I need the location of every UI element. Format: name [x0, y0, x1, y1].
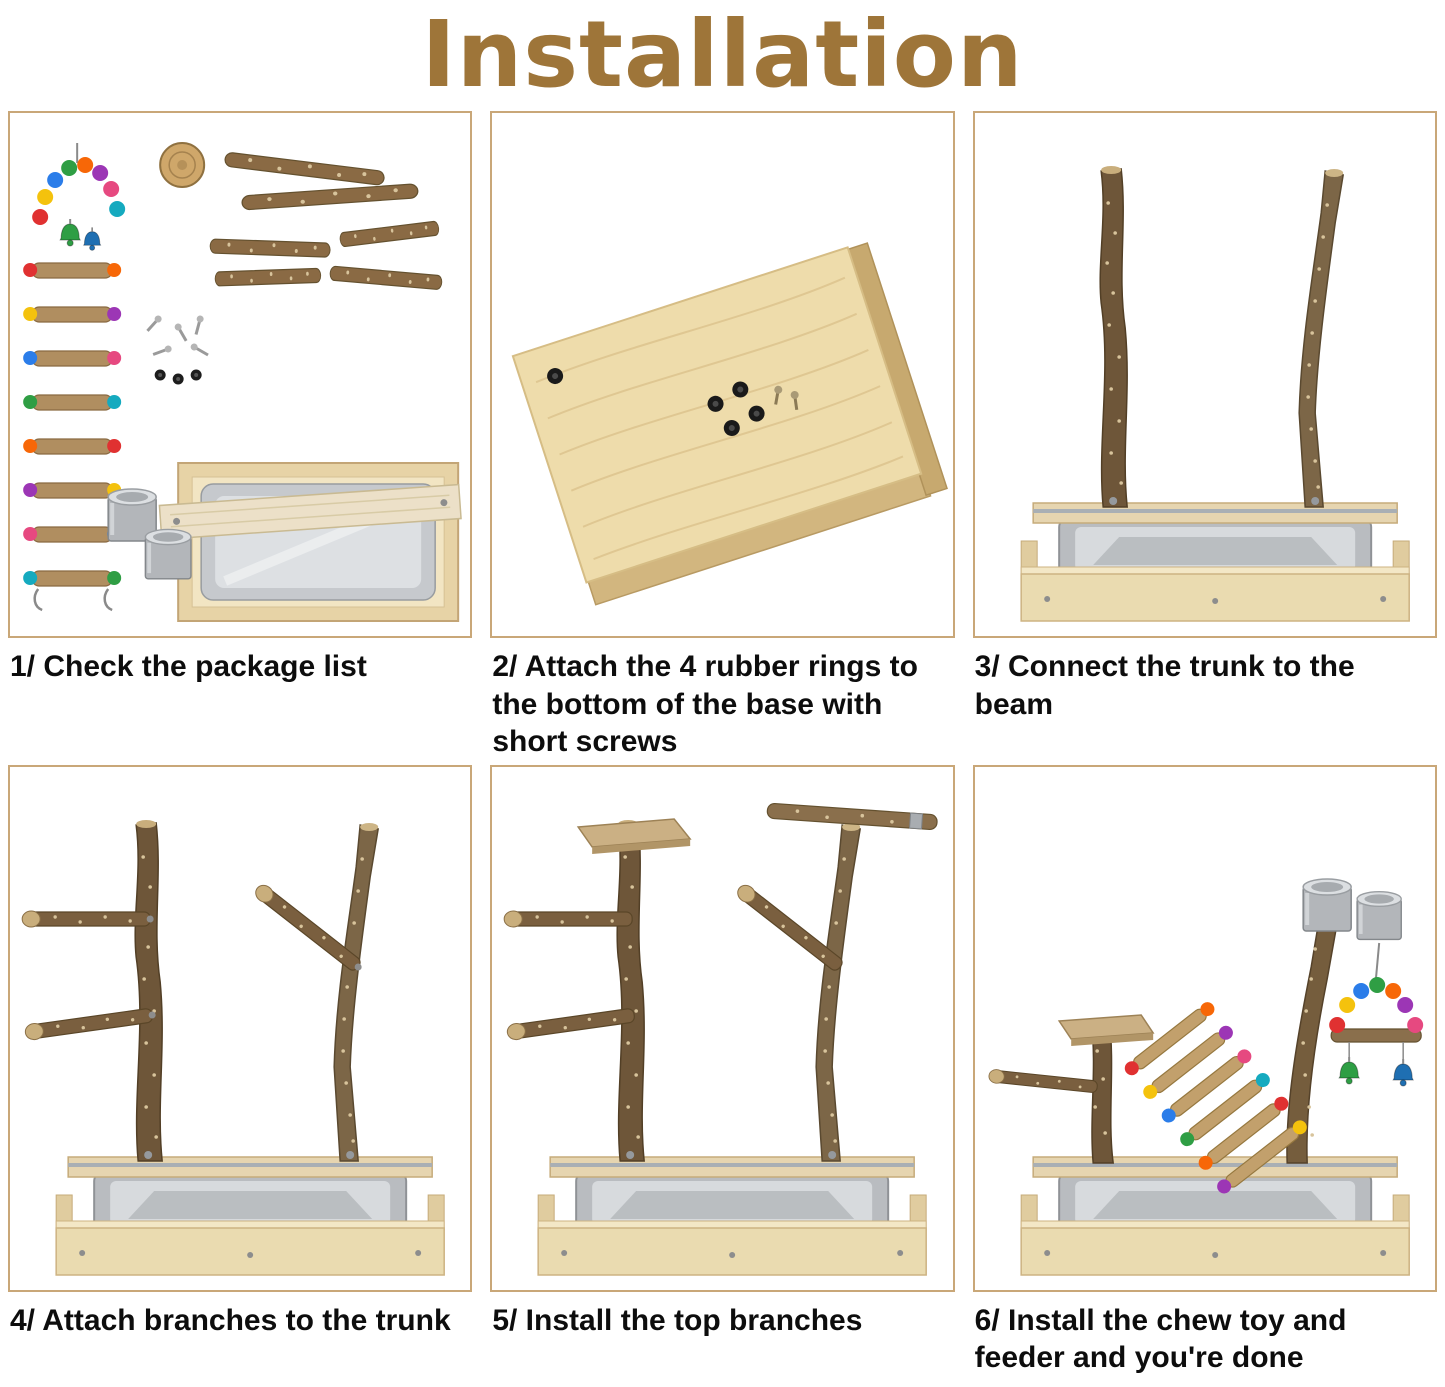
step-caption: 2/ Attach the 4 rubber rings to the bott… [492, 650, 918, 759]
beam-plank [158, 483, 462, 541]
mounting-bolt [354, 963, 362, 971]
step-1-photo-frame [8, 111, 473, 639]
installation-steps-grid: 1/ Check the package list [8, 111, 1437, 1381]
left-trunk [1099, 165, 1128, 508]
step-5-cell: 5/ Install the top branches [490, 764, 955, 1381]
step-6-photo-frame [972, 764, 1437, 1292]
feeder-cup [1354, 889, 1403, 942]
mounting-bolt [1310, 497, 1319, 506]
mounting-bolt [626, 1150, 635, 1159]
left-platform [1057, 1013, 1155, 1046]
side-branch [503, 910, 634, 928]
step-5-photo [492, 766, 953, 1290]
branch-stick [223, 151, 386, 187]
step-caption: 3/ Connect the trunk to the beam [974, 650, 1355, 721]
step-2-photo-frame [490, 111, 955, 639]
side-branch [251, 880, 364, 974]
wood-slice [159, 142, 206, 189]
step-2-photo [492, 113, 953, 637]
bead-swing-arch [32, 143, 126, 252]
right-trunk [1298, 168, 1344, 508]
bell-icon [59, 218, 82, 248]
wooden-base [55, 1155, 446, 1276]
step-caption: 1/ Check the package list [10, 650, 367, 684]
wooden-base [1019, 502, 1410, 623]
top-perch-branch [767, 802, 938, 830]
step-caption: 4/ Attach branches to the trunk [10, 1303, 451, 1337]
mounting-bolt [346, 1150, 355, 1159]
mounting-bolt [148, 1011, 156, 1019]
step-1-cell: 1/ Check the package list [8, 111, 473, 765]
bead-ladder [23, 262, 122, 612]
base-board [511, 242, 949, 606]
bell-icon [82, 226, 102, 252]
step-3-photo-frame [972, 111, 1437, 639]
bell-icon [1337, 1055, 1360, 1085]
mounting-bolt [1108, 497, 1117, 506]
feeder-cup [143, 527, 193, 581]
step-3-photo [974, 113, 1435, 637]
mounting-bolt [828, 1150, 837, 1159]
step-4-photo-frame [8, 764, 473, 1292]
mounting-bolt [144, 1150, 153, 1159]
wooden-base [537, 1155, 928, 1276]
step-caption: 5/ Install the top branches [492, 1303, 863, 1337]
side-branch [734, 880, 847, 974]
branch-stick [338, 220, 441, 248]
right-trunk [815, 821, 862, 1162]
step-3-cell: 3/ Connect the trunk to the beam [972, 111, 1437, 765]
step-5-photo-frame [490, 764, 955, 1292]
side-branch [21, 910, 151, 928]
wooden-base [1019, 1155, 1410, 1276]
bead-swing [1328, 942, 1423, 1087]
page-title: Installation [421, 1, 1024, 108]
step-caption: 6/ Install the chew toy and feeder and y… [974, 1303, 1347, 1375]
side-branch [23, 1006, 154, 1042]
wooden-tray-with-metal-tray [177, 462, 460, 623]
rubber-ring [547, 368, 564, 385]
step-1-photo [10, 113, 471, 637]
top-platform [577, 817, 692, 854]
branch-stick [209, 238, 331, 258]
short-screws [774, 385, 799, 411]
left-trunk [134, 818, 163, 1162]
step-4-photo [10, 766, 471, 1290]
right-trunk [333, 821, 379, 1162]
bell-icon [1391, 1057, 1414, 1087]
hardware-screws [146, 315, 209, 385]
ladder-bridge [1124, 1001, 1307, 1194]
branch-stick [214, 267, 322, 287]
rubber-rings-cluster [707, 381, 765, 437]
feeder-cup [1300, 876, 1353, 933]
left-trunk [616, 818, 646, 1162]
branch-stick [328, 265, 443, 291]
step-6-cell: 6/ Install the chew toy and feeder and y… [972, 764, 1437, 1381]
mounting-bolt [146, 915, 154, 923]
side-branch [987, 1068, 1099, 1094]
step-4-cell: 4/ Attach branches to the trunk [8, 764, 473, 1381]
step-2-cell: 2/ Attach the 4 rubber rings to the bott… [490, 111, 955, 765]
branch-stick [241, 183, 419, 211]
step-6-photo [974, 766, 1435, 1290]
side-branch [506, 1006, 637, 1042]
